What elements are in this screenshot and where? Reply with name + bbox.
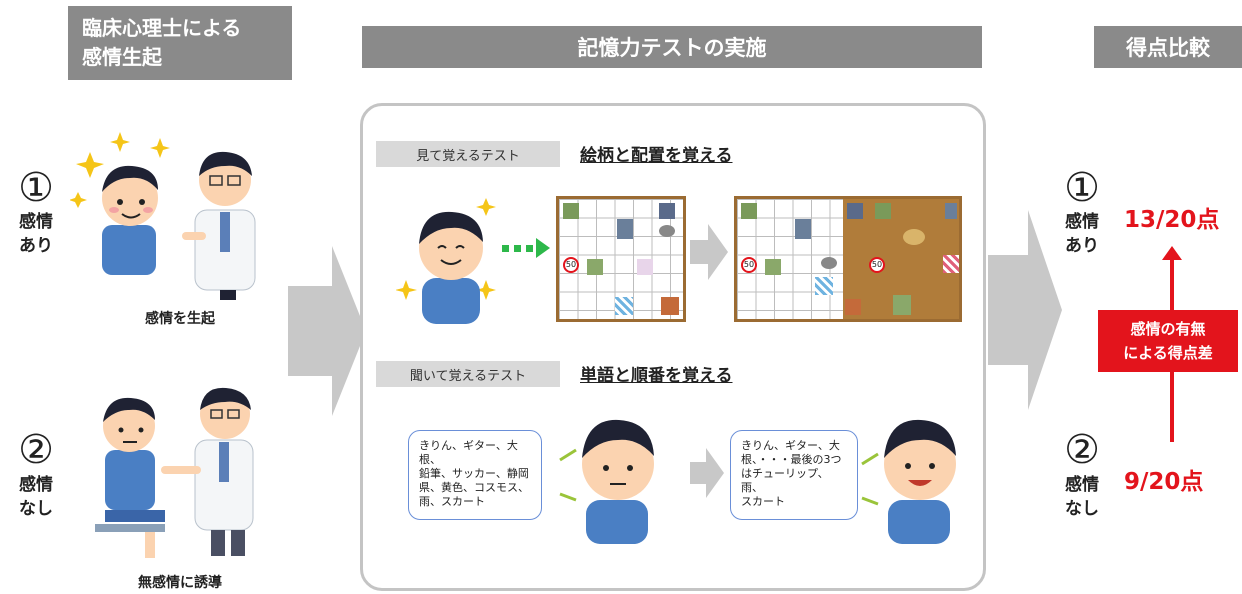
auditory-test-title: 単語と順番を覚える [580, 366, 733, 386]
condition-2-number: ② [18, 427, 54, 473]
child-listening-illustration [559, 419, 654, 544]
speed-sign-icon: 50 [869, 257, 885, 273]
child-remembering-illustration [396, 198, 496, 324]
emotion-induction-illustration [70, 132, 256, 300]
caption-emotion-induction: 感情を生起 [145, 311, 215, 327]
score-condition-1-number: ① [1064, 165, 1100, 211]
memory-grid-test: 50 50 [734, 196, 962, 322]
listen-to-recall-arrow [690, 448, 724, 498]
header-memory-test: 記憶力テストの実施 [362, 26, 982, 68]
score-difference-label: 感情の有無 による得点差 [1098, 310, 1238, 372]
speed-sign-icon: 50 [563, 257, 579, 273]
memory-grid-study: 50 [556, 196, 686, 322]
flow-arrow-left [288, 246, 366, 416]
condition-1-number: ① [18, 165, 54, 211]
score-with-emotion: 13/20点 [1124, 207, 1220, 233]
score-condition-2-number: ② [1064, 427, 1100, 473]
child-recalling-illustration [861, 419, 956, 544]
speech-bubble-word-list: きりん、ギター、大根、 鉛筆、サッカー、静岡 県、黄色、コスモス、 雨、スカート [408, 430, 542, 520]
visual-test-title: 絵柄と配置を覚える [580, 146, 733, 166]
caption-neutral-induction: 無感情に誘導 [138, 575, 222, 591]
neutral-induction-illustration [95, 387, 254, 558]
speech-bubble-recall: きりん、ギター、大 根、・・・最後の3つ はチューリップ、雨、 スカート [730, 430, 858, 520]
study-to-test-arrow [690, 224, 728, 280]
green-dotted-arrow [502, 238, 550, 258]
score-without-emotion: 9/20点 [1124, 469, 1204, 495]
header-emotion-induction: 臨床心理士による 感情生起 [68, 6, 292, 80]
score-condition-2-label: 感情 なし [1065, 475, 1099, 519]
auditory-test-pill: 聞いて覚えるテスト [376, 361, 560, 387]
score-condition-1-label: 感情 あり [1065, 212, 1099, 256]
condition-1-label: 感情 あり [19, 212, 53, 256]
condition-2-label: 感情 なし [19, 475, 53, 519]
header-score-compare: 得点比較 [1094, 26, 1242, 68]
visual-test-pill: 見て覚えるテスト [376, 141, 560, 167]
speed-sign-icon: 50 [741, 257, 757, 273]
flow-arrow-right [988, 210, 1062, 410]
